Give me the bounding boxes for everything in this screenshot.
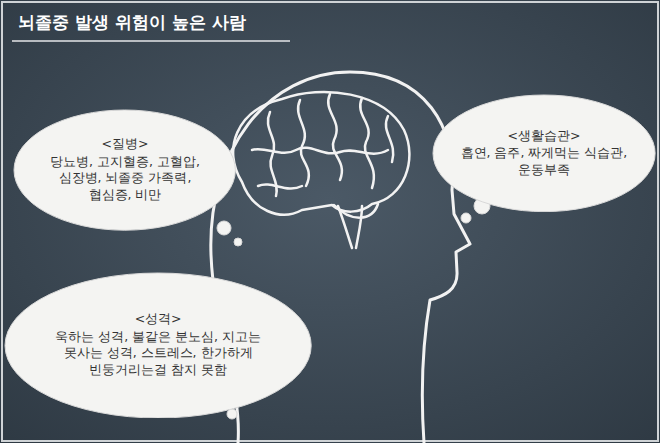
thought-bubble: <생활습관>흡연, 음주, 짜게먹는 식습관, 운동부족: [432, 94, 656, 213]
bubble-body: 흡연, 음주, 짜게먹는 식습관, 운동부족: [459, 145, 629, 178]
bubble-text: <생활습관>흡연, 음주, 짜게먹는 식습관, 운동부족: [459, 128, 629, 179]
thought-bubble: <성격>욱하는 성격, 불같은 분노심, 지고는 못사는 성격, 스트레스, 한…: [4, 272, 312, 419]
bubble-heading: <질병>: [50, 136, 200, 153]
bubble-outline: [5, 273, 311, 418]
bubble-shape: [4, 272, 312, 419]
bubble-shape: [13, 109, 236, 231]
bubble-outline: [14, 110, 235, 230]
bubble-heading: <성격>: [41, 311, 276, 328]
diagram-title: 뇌졸중 발생 위험이 높은 사람: [18, 11, 246, 34]
bubble-body: 당뇨병, 고지혈증, 고혈압, 심장병, 뇌졸중 가족력, 협심증, 비만: [50, 154, 200, 204]
bubble-text: <성격>욱하는 성격, 불같은 분노심, 지고는 못사는 성격, 스트레스, 한…: [41, 311, 276, 378]
brain: [233, 92, 409, 248]
bubble-text: <질병>당뇨병, 고지혈증, 고혈압, 심장병, 뇌졸중 가족력, 협심증, 비…: [50, 136, 200, 203]
thought-bubble: <질병>당뇨병, 고지혈증, 고혈압, 심장병, 뇌졸중 가족력, 협심증, 비…: [13, 109, 236, 231]
bubble-body: 욱하는 성격, 불같은 분노심, 지고는 못사는 성격, 스트레스, 한가하게 …: [41, 329, 276, 379]
bubble-heading: <생활습관>: [459, 128, 629, 145]
bubble-outline: [433, 95, 655, 212]
title-underline: [12, 40, 290, 42]
